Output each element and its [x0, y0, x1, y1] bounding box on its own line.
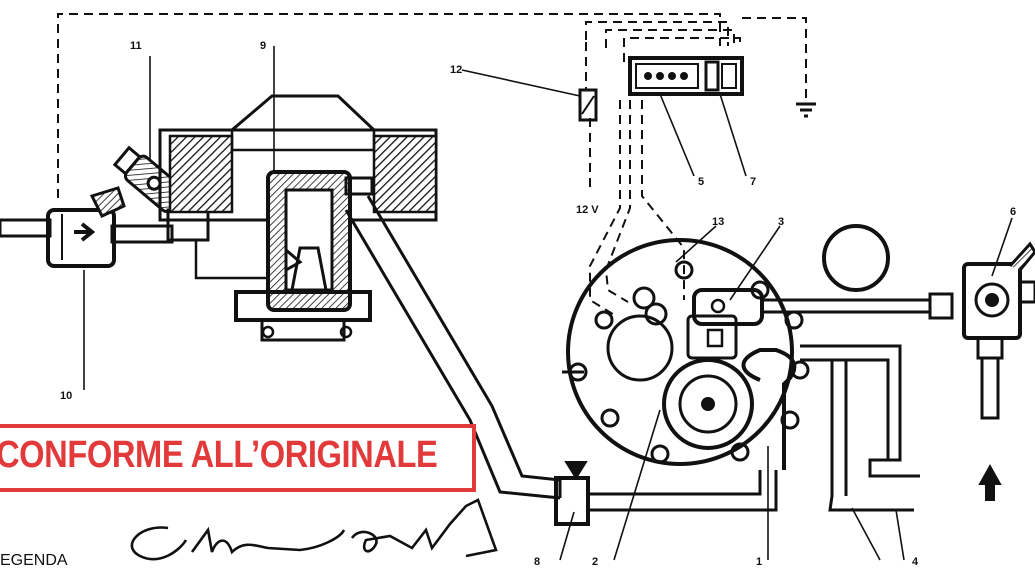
label-6: 6 [1010, 206, 1017, 218]
solenoid-valve-10 [0, 186, 174, 268]
label-4: 4 [912, 556, 919, 568]
label-11: 11 [130, 40, 142, 52]
ground-icon [796, 102, 816, 118]
signature [130, 498, 498, 561]
gas-pipe-and-valve-6 [762, 224, 1035, 501]
wiring-dashed [57, 13, 807, 317]
label-3: 3 [778, 216, 785, 228]
coolant-tube-1 [741, 348, 797, 470]
bracket-4 [800, 344, 920, 512]
label-1: 1 [756, 556, 763, 568]
mixer-9 [234, 170, 374, 342]
hose [344, 209, 561, 500]
control-unit-5-7 [628, 56, 744, 96]
label-2: 2 [592, 556, 599, 568]
legend-heading: EGENDA [0, 552, 68, 569]
label-8: 8 [534, 556, 541, 568]
label-9: 9 [260, 40, 267, 52]
stamp-text: CONFORME ALL’ORIGINALE [0, 434, 438, 476]
certification-stamp: CONFORME ALL’ORIGINALE [0, 424, 476, 492]
fitting-8 [554, 461, 778, 526]
label-12: 12 [450, 64, 463, 76]
vaporizer-regulator [562, 238, 810, 466]
fuse-12 [578, 88, 598, 122]
label-13: 13 [712, 216, 725, 228]
label-12v: 12 V [576, 204, 599, 216]
label-7: 7 [750, 176, 757, 188]
leader-lines [83, 46, 1013, 561]
label-10: 10 [60, 390, 73, 402]
air-filter-housing [158, 94, 438, 222]
label-5: 5 [698, 176, 705, 188]
